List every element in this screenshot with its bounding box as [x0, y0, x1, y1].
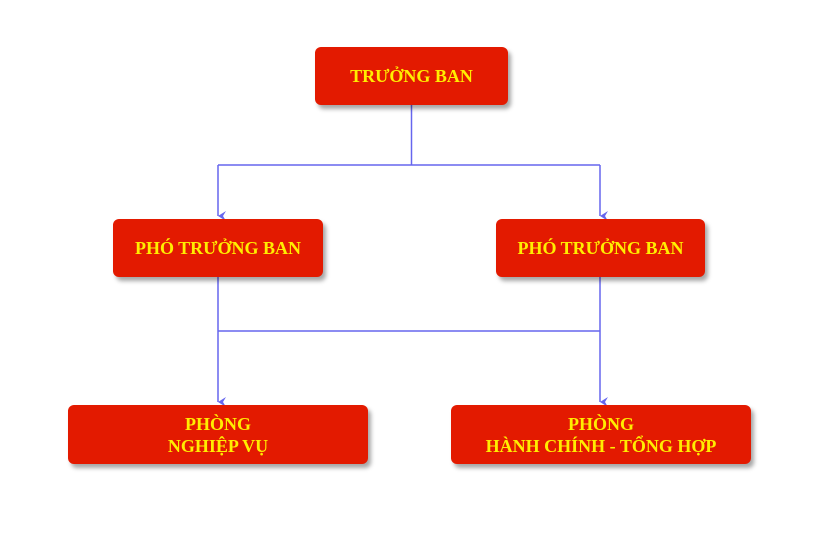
node-dept-operations: PHÒNG NGHIỆP VỤ [68, 405, 368, 464]
node-dept-operations-line1: PHÒNG [185, 413, 251, 434]
node-dept-admin: PHÒNG HÀNH CHÍNH - TỔNG HỢP [451, 405, 751, 464]
node-deputy-2: PHÓ TRƯỞNG BAN [496, 219, 705, 277]
node-dept-admin-line1: PHÒNG [568, 413, 634, 434]
node-head-label: TRƯỞNG BAN [350, 66, 473, 86]
node-deputy-1: PHÓ TRƯỞNG BAN [113, 219, 323, 277]
node-dept-admin-line2: HÀNH CHÍNH - TỔNG HỢP [485, 435, 717, 456]
node-deputy-1-label: PHÓ TRƯỞNG BAN [134, 238, 301, 258]
node-dept-operations-line2: NGHIỆP VỤ [167, 435, 269, 456]
node-head: TRƯỞNG BAN [315, 47, 508, 105]
node-deputy-2-label: PHÓ TRƯỞNG BAN [517, 238, 684, 258]
